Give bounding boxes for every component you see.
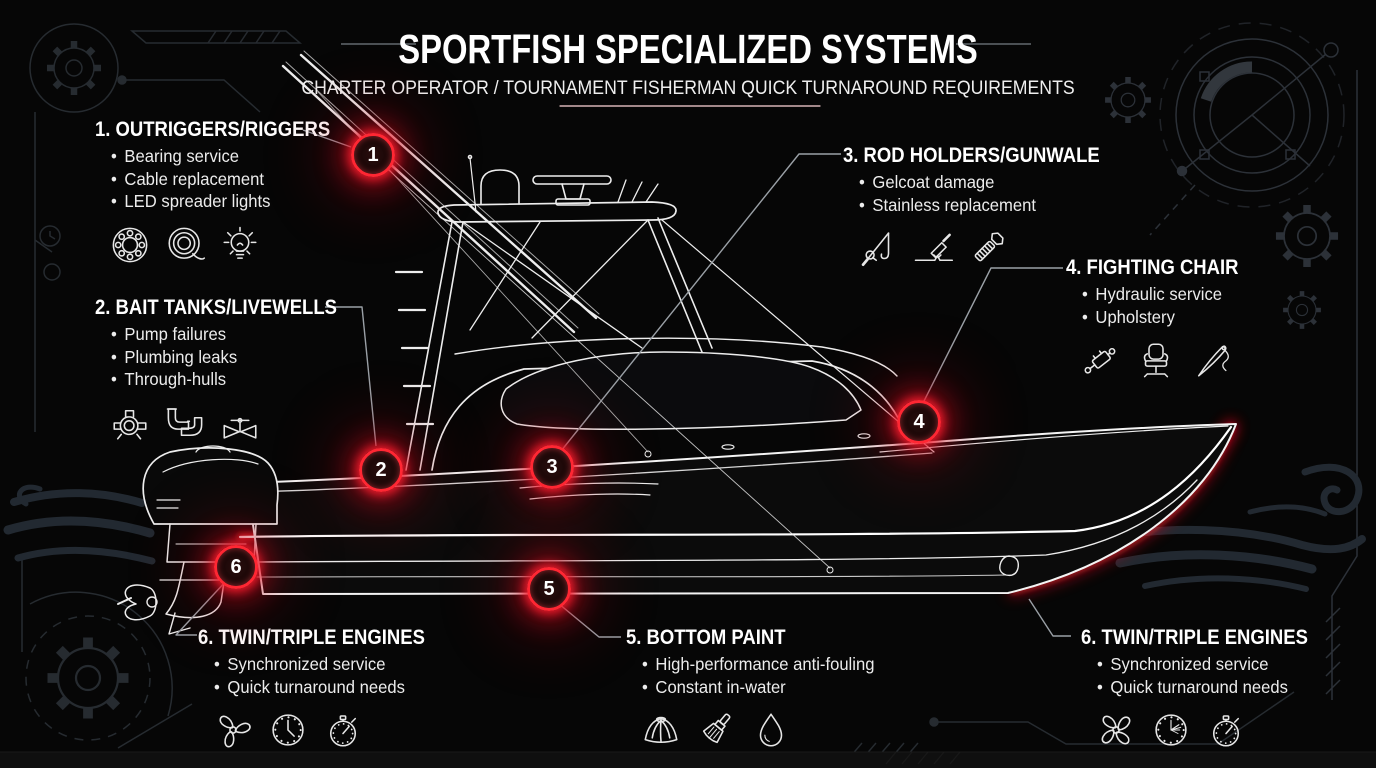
valve-icon: [223, 417, 257, 439]
callout-rod-holders: 3. ROD HOLDERS/GUNWALE Gelcoat damage St…: [843, 144, 1135, 269]
callout-bait-tanks: 2. BAIT TANKS/LIVEWELLS Pump failures Pl…: [95, 296, 370, 444]
bearing-icon: [112, 227, 148, 262]
marker-label: 3: [546, 455, 558, 478]
bolt-icon: [974, 232, 1004, 262]
callout-bullet: Quick turnaround needs: [1097, 676, 1327, 699]
bottom-strip: [0, 751, 1376, 768]
callout-engines-right: 6. TWIN/TRIPLE ENGINES Synchronized serv…: [1081, 626, 1339, 751]
fighting-chair-icon: [1143, 343, 1169, 378]
callout-title: 4. FIGHTING CHAIR: [1066, 256, 1239, 279]
callout-bullet: Synchronized service: [214, 653, 444, 676]
clock-icon: [1155, 714, 1187, 746]
callout-bullet: Constant in-water: [642, 676, 874, 699]
callout-title: 6. TWIN/TRIPLE ENGINES: [1081, 626, 1308, 649]
stopwatch-icon: [1212, 715, 1240, 747]
callout-bullet: Bearing service: [111, 145, 350, 168]
gelcoat-repair-icon: [914, 233, 954, 262]
callout-bullet: Upholstery: [1082, 306, 1253, 329]
paintbrush-icon: [702, 713, 731, 744]
callout-bullet: Gelcoat damage: [859, 171, 1121, 194]
callout-title: 1. OUTRIGGERS/RIGGERS: [95, 118, 331, 141]
marker-4: 4: [897, 400, 941, 444]
barnacle-icon: [644, 716, 678, 744]
light-bulb-icon: [223, 226, 257, 259]
propeller-icon: [219, 715, 251, 748]
callout-engines-left: 6. TWIN/TRIPLE ENGINES Synchronized serv…: [198, 626, 456, 751]
needle-thread-icon: [1197, 345, 1229, 377]
callout-bullet: LED spreader lights: [111, 190, 350, 213]
marker-6: 6: [214, 545, 258, 589]
page-title: SPORTFISH SPECIALIZED SYSTEMS: [398, 26, 978, 72]
callout-connectors: [175, 43, 1071, 638]
marker-label: 2: [375, 458, 387, 481]
clock-icon: [272, 714, 304, 746]
fishing-rod-icon: [861, 232, 890, 267]
pipe-elbow-icon: [166, 407, 203, 436]
marker-label: 4: [913, 410, 925, 433]
callout-bullet: Through-hulls: [111, 368, 357, 391]
callout-title: 2. BAIT TANKS/LIVEWELLS: [95, 296, 337, 319]
marker-5: 5: [527, 567, 571, 611]
callout-title: 5. BOTTOM PAINT: [626, 626, 786, 649]
wave-decoration: [3, 463, 1366, 592]
callout-outriggers: 1. OUTRIGGERS/RIGGERS Bearing service Ca…: [95, 118, 362, 266]
marker-label: 6: [230, 555, 242, 578]
marker-3: 3: [530, 445, 574, 489]
callout-bullet: Stainless replacement: [859, 194, 1121, 217]
marker-label: 1: [367, 143, 379, 166]
callout-bottom-paint: 5. BOTTOM PAINT High-performance anti-fo…: [626, 626, 887, 751]
callout-bullet: Quick turnaround needs: [214, 676, 444, 699]
cable-coil-icon: [168, 227, 206, 260]
pump-icon: [113, 409, 147, 440]
header: SPORTFISH SPECIALIZED SYSTEMS CHARTER OP…: [0, 26, 1376, 100]
callout-bullet: Pump failures: [111, 323, 357, 346]
callout-fighting-chair: 4. FIGHTING CHAIR Hydraulic service Upho…: [1066, 256, 1262, 381]
callout-bullet: High-performance anti-fouling: [642, 653, 874, 676]
marker-1: 1: [351, 133, 395, 177]
callout-bullet: Synchronized service: [1097, 653, 1327, 676]
marker-2: 2: [359, 448, 403, 492]
callout-title: 3. ROD HOLDERS/GUNWALE: [843, 144, 1100, 167]
page-subtitle: CHARTER OPERATOR / TOURNAMENT FISHERMAN …: [301, 78, 1075, 99]
stopwatch-icon: [329, 715, 357, 747]
callout-bullet: Plumbing leaks: [111, 346, 357, 369]
boat-line-art: [117, 50, 1237, 635]
hydraulic-cylinder-icon: [1084, 347, 1116, 374]
marker-label: 5: [543, 577, 555, 600]
callout-title: 6. TWIN/TRIPLE ENGINES: [198, 626, 425, 649]
water-droplet-icon: [759, 713, 783, 747]
propeller-icon: [1101, 715, 1131, 745]
callout-bullet: Cable replacement: [111, 168, 350, 191]
callout-bullet: Hydraulic service: [1082, 283, 1253, 306]
